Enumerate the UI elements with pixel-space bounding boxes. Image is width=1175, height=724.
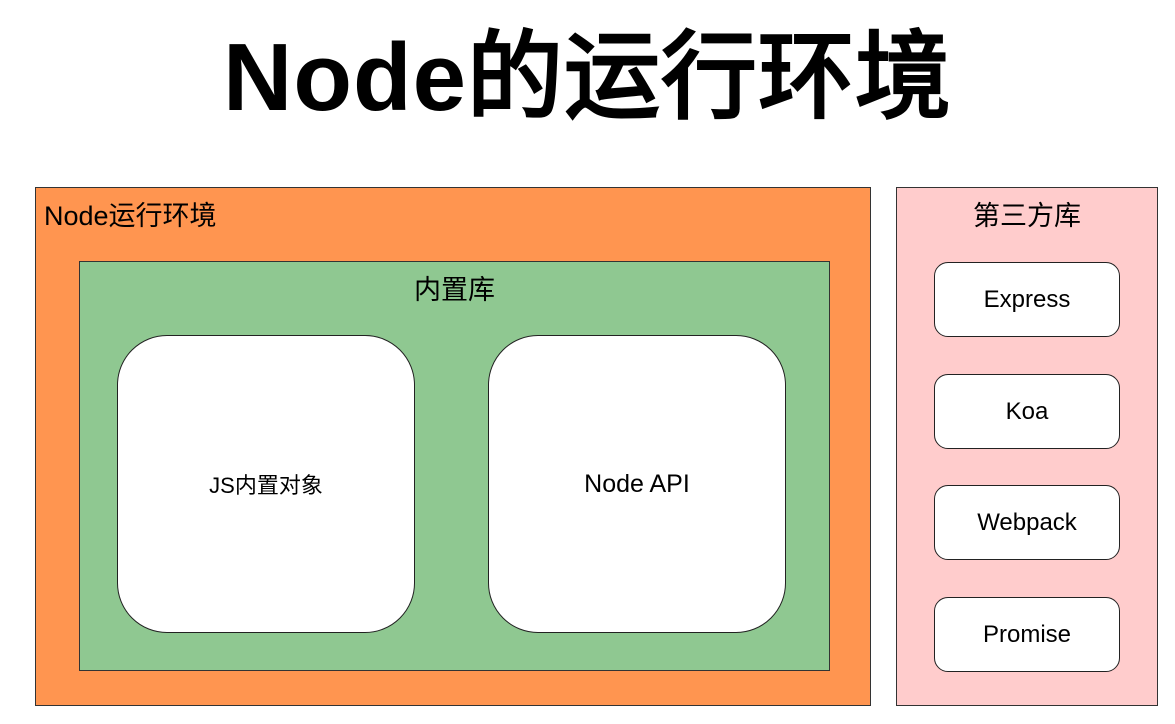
library-item-koa: Koa [934, 374, 1120, 449]
library-item-label: Express [983, 285, 1071, 313]
library-item-promise: Promise [934, 597, 1120, 672]
js-builtin-objects-label: JS内置对象 [209, 473, 323, 498]
node-api-card: Node API [488, 335, 786, 633]
library-item-label: Promise [982, 620, 1072, 648]
builtin-library-container: 内置库 JS内置对象 Node API [79, 261, 830, 671]
third-party-library-container: 第三方库 Express Koa Webpack Promise [896, 187, 1158, 706]
node-api-label: Node API [584, 469, 690, 498]
library-item-express: Express [934, 262, 1120, 337]
js-builtin-objects-card: JS内置对象 [117, 335, 415, 633]
third-party-library-label: 第三方库 [973, 201, 1081, 231]
builtin-library-label: 内置库 [414, 275, 495, 305]
library-item-label: Koa [1005, 397, 1049, 425]
library-item-label: Webpack [977, 508, 1077, 536]
library-item-webpack: Webpack [934, 485, 1120, 560]
page-title: Node的运行环境 [223, 24, 952, 131]
node-runtime-label: Node运行环境 [44, 201, 217, 231]
node-runtime-container: Node运行环境 内置库 JS内置对象 Node API [35, 187, 871, 706]
